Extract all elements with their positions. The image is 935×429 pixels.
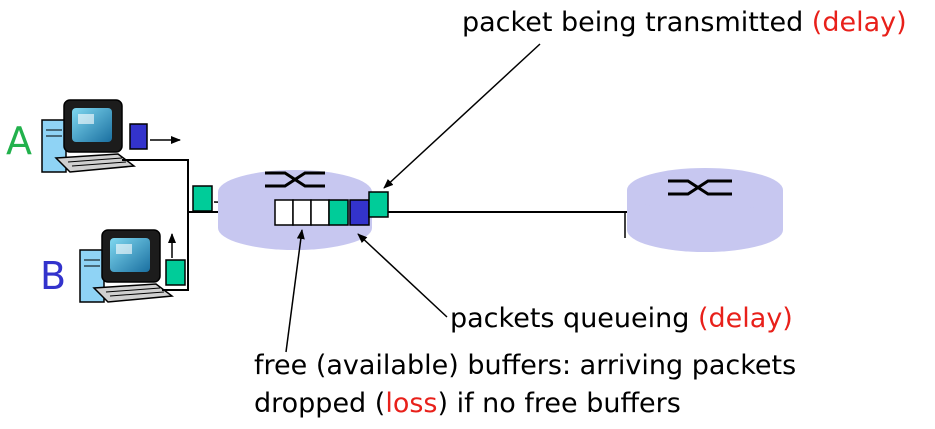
transmitted-delay-tag: (delay)	[811, 7, 907, 38]
arriving-packet	[192, 185, 213, 212]
loss-tag: loss	[385, 388, 438, 419]
host-b-label: B	[40, 254, 67, 298]
router-2	[627, 168, 783, 252]
transmitted-pointer-arrow	[383, 43, 541, 189]
buffers-annotation-line2: dropped (loss) if no free buffers	[254, 390, 681, 417]
buffers-line2-post: ) if no free buffers	[437, 388, 681, 419]
queued-packet-blue	[349, 199, 370, 226]
transmitting-packet	[368, 191, 389, 218]
router-2-switch-icon	[668, 179, 732, 196]
transmitted-text: packet being transmitted	[462, 7, 812, 38]
host-b-computer	[79, 229, 175, 303]
queued-packet-green	[328, 199, 349, 226]
buffers-pointer-arrow	[285, 229, 305, 353]
host-a-computer	[41, 99, 137, 173]
free-buffer-slot	[292, 199, 312, 226]
link-host-b	[162, 211, 218, 291]
transmitted-annotation: packet being transmitted (delay)	[462, 9, 907, 36]
output-queue	[274, 199, 370, 226]
link-host-a	[122, 159, 189, 240]
queueing-pointer-arrow	[357, 233, 448, 318]
free-buffer-slot	[274, 199, 294, 226]
queueing-annotation: packets queueing (delay)	[450, 305, 793, 332]
queueing-delay-tag: (delay)	[697, 303, 793, 334]
host-b-packet	[165, 259, 186, 286]
router-1-switch-icon	[265, 171, 325, 188]
buffers-annotation-line1: free (available) buffers: arriving packe…	[254, 350, 797, 381]
free-buffer-slot	[310, 199, 330, 226]
host-a-packet	[129, 123, 148, 150]
queueing-text: packets queueing	[450, 303, 698, 334]
host-a-label: A	[6, 119, 32, 163]
buffers-line2-pre: dropped (	[254, 388, 386, 419]
